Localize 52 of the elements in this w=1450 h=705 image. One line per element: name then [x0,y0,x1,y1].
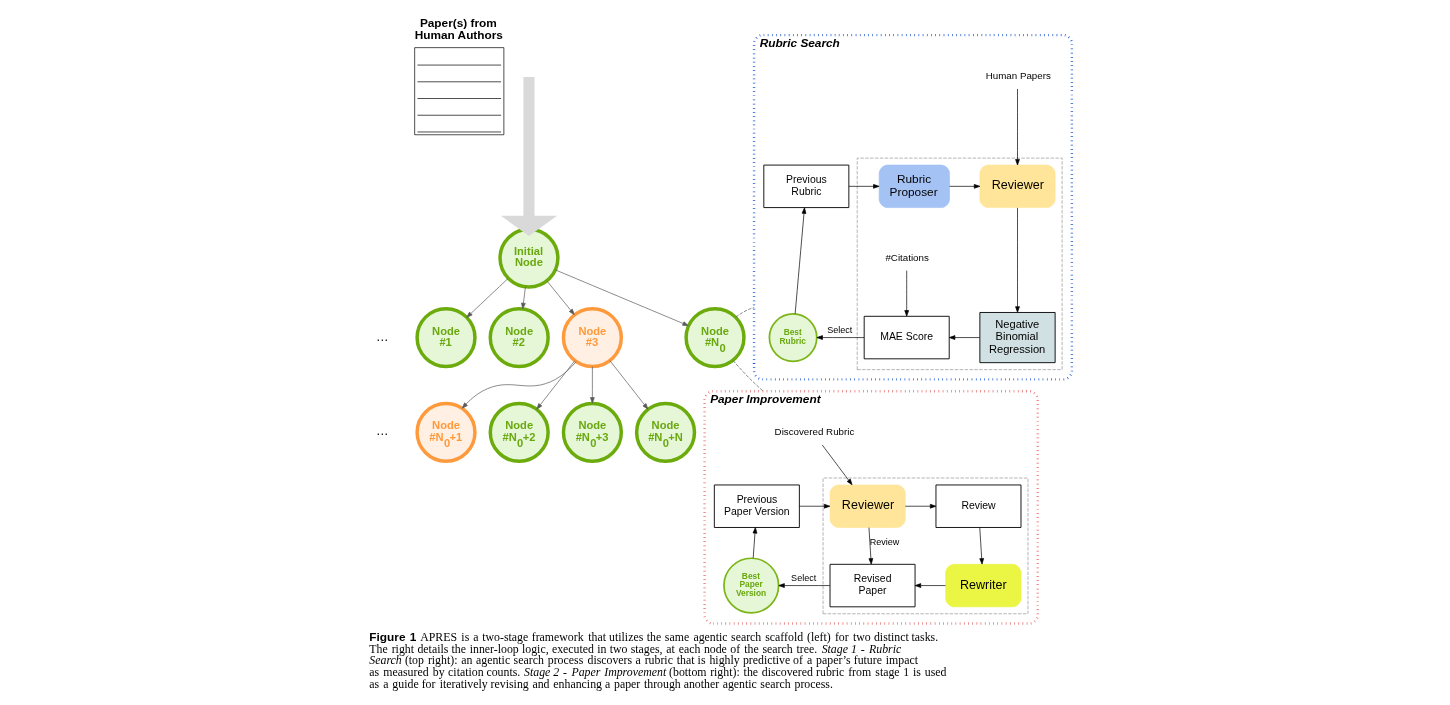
node-box: Previous Rubric [763,164,850,209]
arrow [778,583,831,588]
node-circle: Best Rubric [768,313,818,363]
arrow [905,503,937,509]
caption: Figure 1 APRES is a two-stage framework that utilizes the same agentic search scaffold (left) for two distinct tasks. The right details the inner-loop logic, executed in two stages, at each node of the search tree. Stage 1 - Rubric Search (top right): an agentic search process discovers a rubric that is highly predictive of a paper’s future impact as measured by citation counts. Stage 2 - Paper Improvement (bottom right): the discovered rubric from stage 1 is used as a guide for iteratively revising and enhancing a paper through another agentic search process. [369,629,947,692]
node-box: MAE Score [863,315,950,360]
arrow [868,527,874,565]
arrow [521,286,526,310]
arrow [799,503,831,509]
node-box: Reviewer [829,484,906,528]
node-box: Previous Paper Version [713,484,800,528]
arrow [536,360,576,410]
connector [735,307,755,318]
node-box: Negative Binomial Regression [979,312,1056,364]
arrow [1015,88,1020,166]
arrow [461,361,577,409]
label: Paper(s) from Human Authors [414,16,503,43]
node-circle: Initial Node [498,227,560,289]
arrow [546,280,575,315]
arrow [500,76,558,236]
arrow [609,360,649,410]
arrow [848,184,880,189]
node-circle: Best Paper Version [723,557,780,614]
node-text: Discovered Rubric [774,425,855,437]
node-text: #Citations [885,251,929,263]
arrow [949,184,981,189]
edge-label: Select [827,324,853,335]
arrow [590,366,595,404]
arrow [816,335,865,340]
arrow [904,270,909,317]
node-box: Rewriter [945,563,1022,608]
arrow [466,277,509,318]
arrow [752,527,758,559]
node-circle: Node #1 [415,306,477,369]
node-box: Review [935,484,1022,528]
node-box: Reviewer [979,164,1056,208]
arrow [1015,207,1020,313]
connector [732,360,764,392]
arrow [794,207,807,315]
edge-label: Select [791,572,817,583]
arrow [949,335,981,340]
node-box: Rubric Proposer [878,164,950,208]
label: … [375,329,389,344]
label: … [375,424,389,439]
arrow [979,527,984,565]
edge-label: Review [869,537,900,548]
arrow [914,583,946,588]
node-box: Revised Paper [829,563,916,608]
node-circle: Node #2 [488,306,550,369]
arrow [821,444,853,486]
arrow [555,269,689,327]
node-text: Human Papers [985,69,1051,81]
